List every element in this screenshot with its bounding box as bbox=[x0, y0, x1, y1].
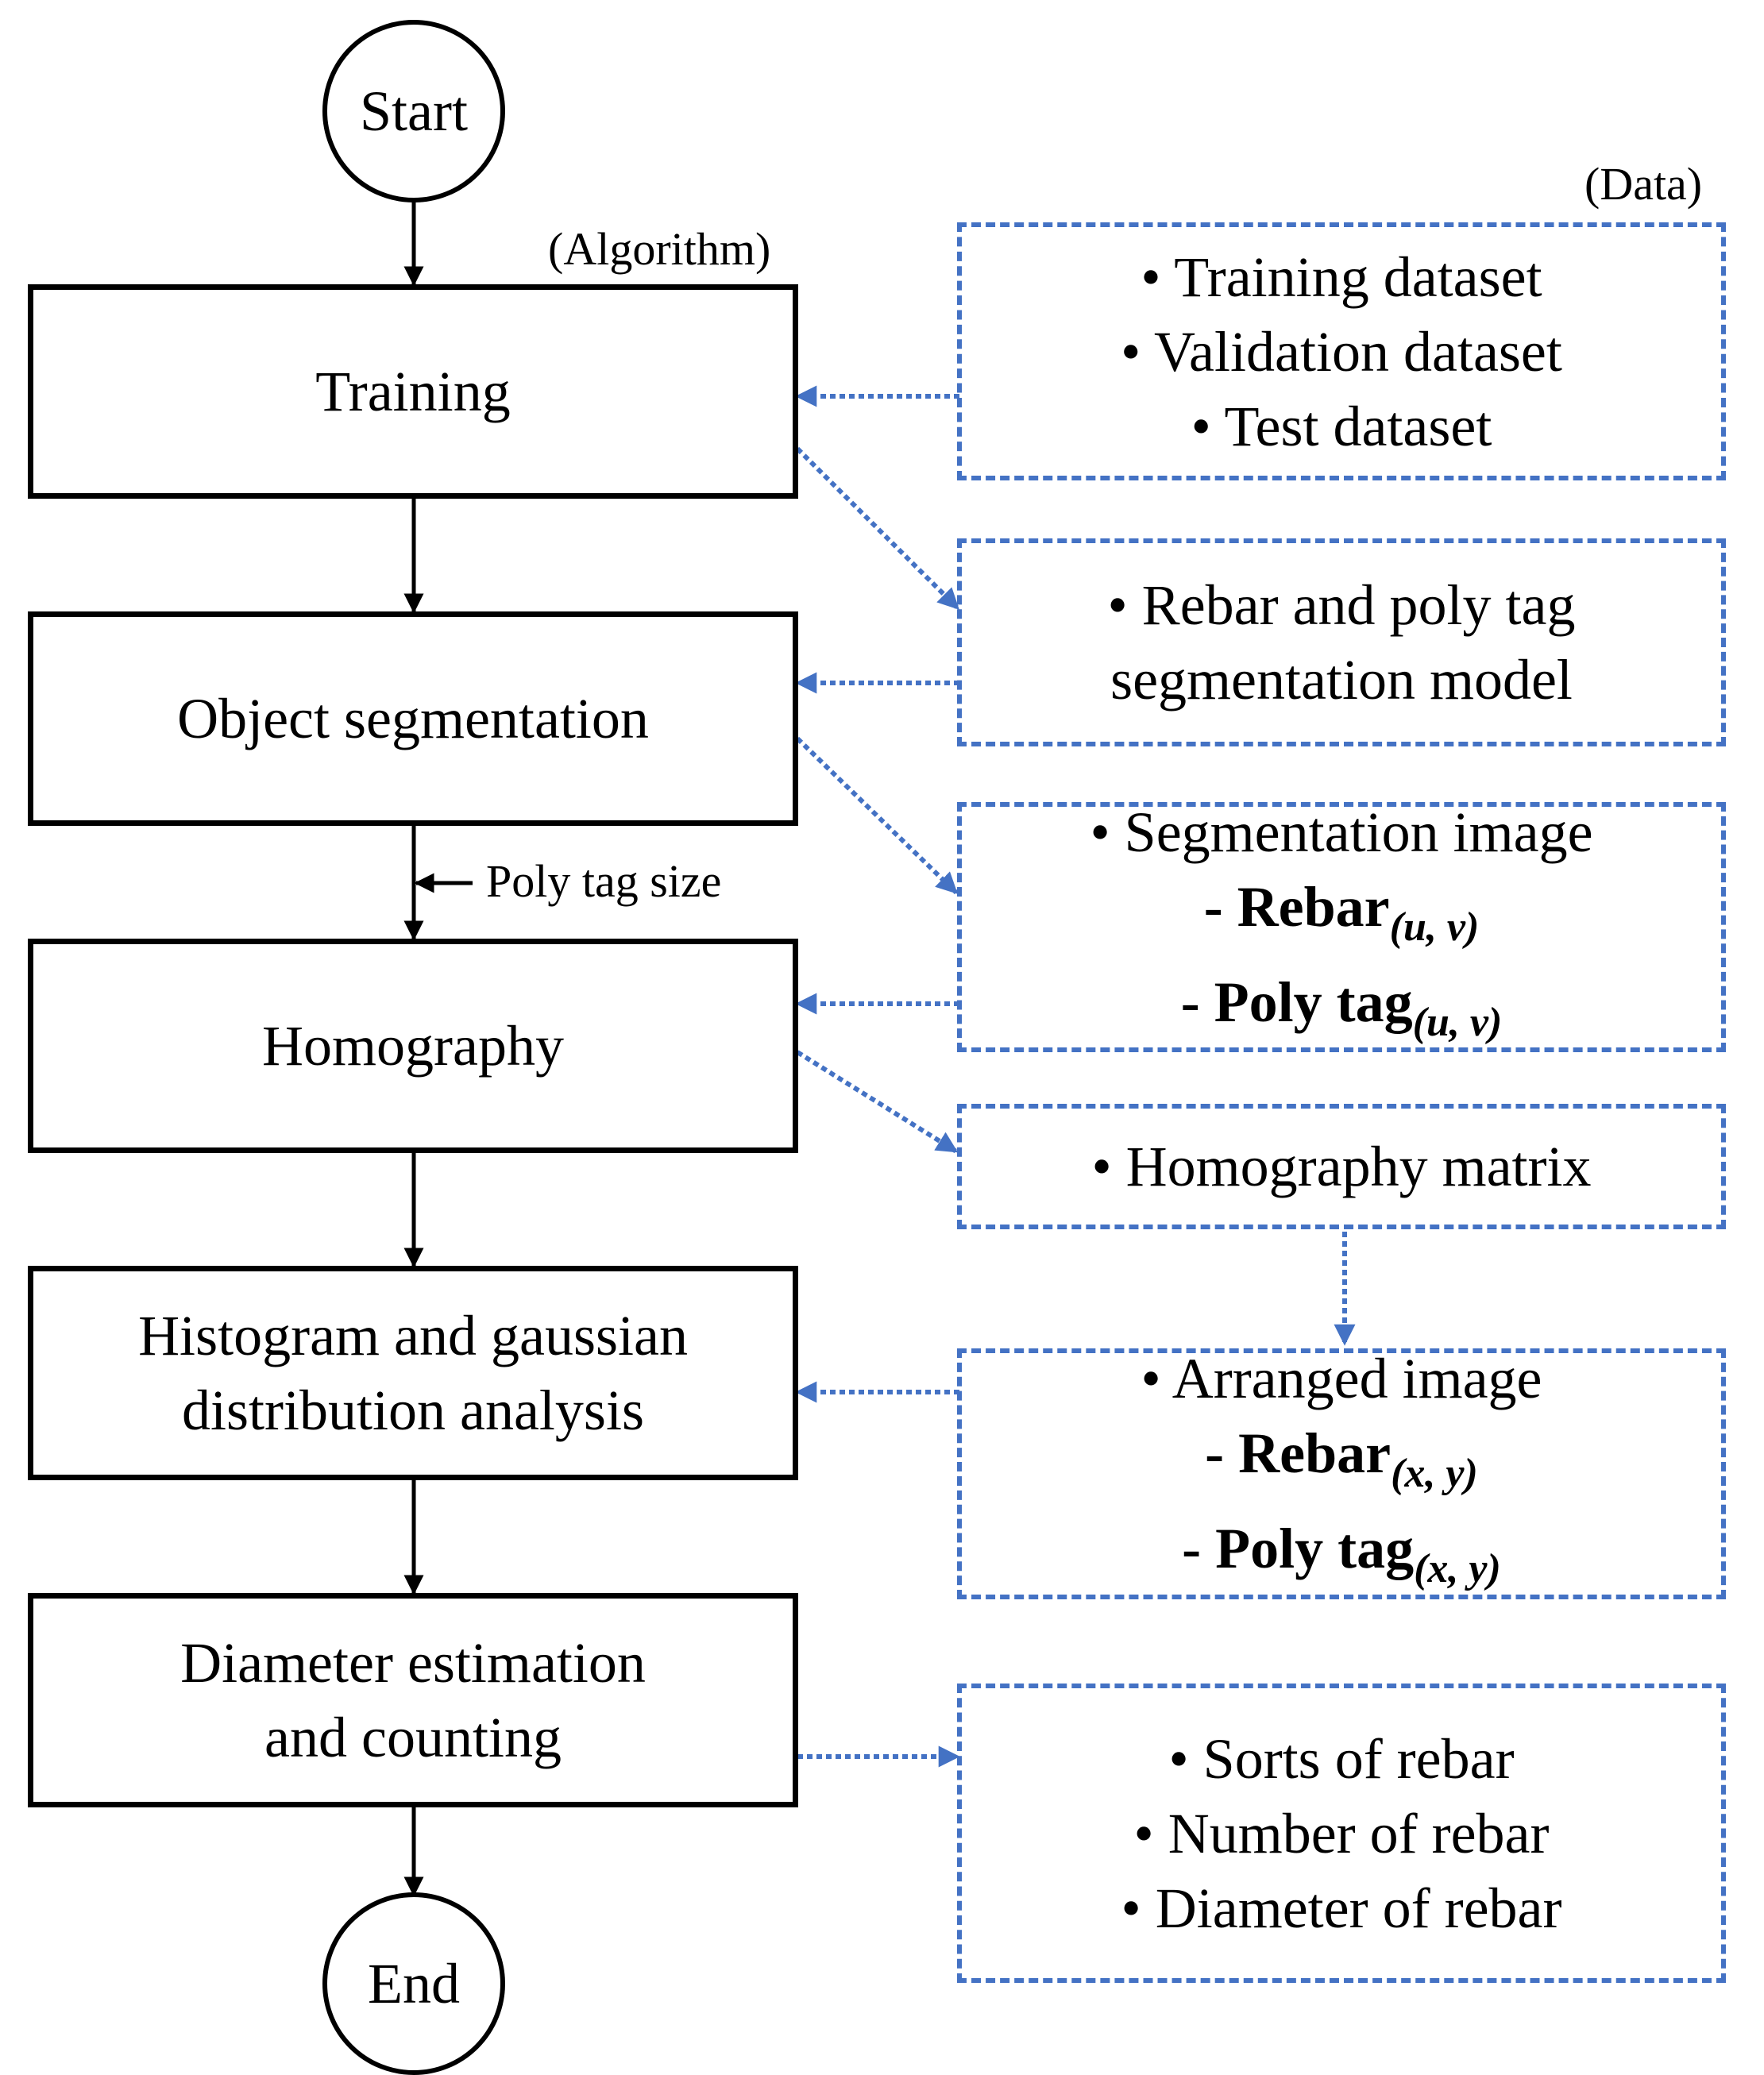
step-diameter-line-1: Diameter estimation bbox=[180, 1631, 646, 1695]
step-segmentation-text: Object segmentation bbox=[177, 687, 649, 750]
data-box-segmentation-image: • Segmentation image - Rebar(u, v) - Pol… bbox=[957, 800, 1726, 1052]
arranged-poly: - Poly tag(x, y) bbox=[1182, 1511, 1501, 1606]
data-box-arranged-image: • Arranged image - Rebar(x, y) - Poly ta… bbox=[957, 1347, 1726, 1599]
seg-image-rebar: - Rebar(u, v) bbox=[1204, 870, 1480, 965]
step-diameter-counting: Diameter estimation and counting bbox=[28, 1593, 798, 1807]
step-histogram-line-1: Histogram and gaussian bbox=[138, 1304, 688, 1367]
data-arrow-training-model bbox=[795, 446, 960, 611]
data-box-datasets: • Training dataset • Validation dataset … bbox=[957, 222, 1726, 480]
poly-tag-size-label: Poly tag size bbox=[486, 855, 722, 907]
seg-image-poly-label: - Poly tag bbox=[1180, 970, 1413, 1034]
datasets-item-validation: • Validation dataset bbox=[1121, 319, 1562, 384]
end-terminal: End bbox=[322, 1892, 505, 2075]
arranged-poly-label: - Poly tag bbox=[1182, 1517, 1415, 1580]
start-label: Start bbox=[360, 79, 468, 143]
seg-image-poly: - Poly tag(u, v) bbox=[1181, 965, 1503, 1060]
matrix-line-1: • Homography matrix bbox=[1091, 1135, 1592, 1198]
data-arrow-segmentation-segimage bbox=[795, 736, 959, 895]
seg-image-rebar-label: - Rebar bbox=[1203, 874, 1390, 939]
data-box-results: • Sorts of rebar • Number of rebar • Dia… bbox=[957, 1684, 1726, 1983]
data-box-segmentation-model: • Rebar and poly tag segmentation model bbox=[957, 538, 1726, 746]
seg-image-title: • Segmentation image bbox=[1090, 800, 1593, 864]
step-training: Training bbox=[28, 284, 798, 499]
start-terminal: Start bbox=[322, 20, 505, 202]
end-label: End bbox=[368, 1951, 460, 2015]
algorithm-column-label: (Algorithm) bbox=[548, 223, 771, 275]
arranged-rebar-subscript: (x, y) bbox=[1391, 1451, 1478, 1496]
data-arrow-homography-matrix bbox=[796, 1050, 959, 1154]
arranged-title: • Arranged image bbox=[1141, 1347, 1542, 1410]
arranged-poly-subscript: (x, y) bbox=[1414, 1546, 1501, 1591]
datasets-item-training: • Training dataset bbox=[1141, 245, 1542, 309]
data-box-homography-matrix: • Homography matrix bbox=[957, 1104, 1726, 1229]
seg-image-rebar-subscript: (u, v) bbox=[1389, 904, 1480, 950]
step-histogram-line-2: distribution analysis bbox=[182, 1379, 644, 1442]
step-histogram-gaussian: Histogram and gaussian distribution anal… bbox=[28, 1266, 798, 1480]
step-homography-text: Homography bbox=[262, 1014, 564, 1078]
results-item-diameter: • Diameter of rebar bbox=[1121, 1876, 1562, 1940]
datasets-item-test: • Test dataset bbox=[1191, 394, 1492, 458]
step-training-text: Training bbox=[315, 360, 511, 423]
results-item-sorts: • Sorts of rebar bbox=[1168, 1726, 1515, 1791]
step-object-segmentation: Object segmentation bbox=[28, 611, 798, 826]
step-diameter-line-2: and counting bbox=[264, 1706, 562, 1769]
arranged-rebar-label: - Rebar bbox=[1205, 1421, 1392, 1485]
data-column-label: (Data) bbox=[1585, 158, 1703, 210]
model-line-1: • Rebar and poly tag bbox=[1107, 573, 1576, 637]
results-item-number: • Number of rebar bbox=[1133, 1801, 1550, 1865]
step-homography: Homography bbox=[28, 939, 798, 1153]
arranged-rebar: - Rebar(x, y) bbox=[1205, 1416, 1478, 1511]
model-line-2: segmentation model bbox=[1110, 648, 1573, 712]
seg-image-poly-subscript: (u, v) bbox=[1412, 999, 1503, 1045]
